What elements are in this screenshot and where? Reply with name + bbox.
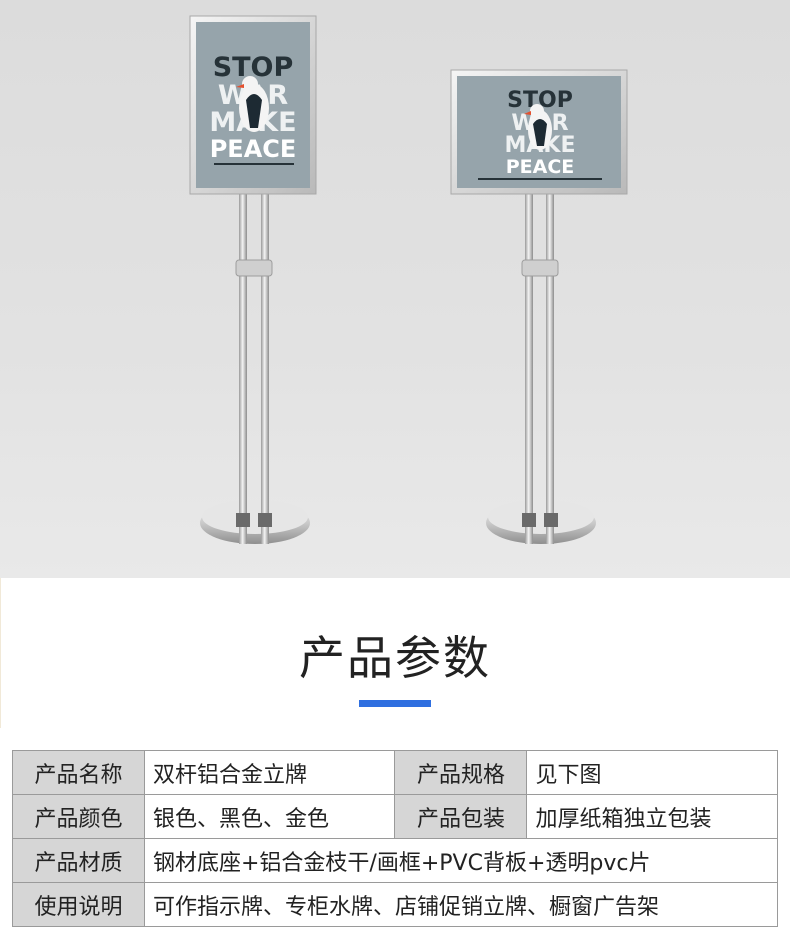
edge-divider (0, 578, 1, 728)
table-row: 产品名称 双杆铝合金立牌 产品规格 见下图 (12, 750, 778, 795)
dove-icon (236, 76, 269, 132)
pack-value: 加厚纸箱独立包装 (526, 794, 778, 839)
section-title: 产品参数 (299, 631, 491, 685)
pack-label: 产品包装 (394, 794, 528, 839)
spec-value: 见下图 (526, 750, 778, 795)
name-value: 双杆铝合金立牌 (143, 750, 396, 795)
table-row: 使用说明 可作指示牌、专柜水牌、店铺促销立牌、橱窗广告架 (12, 882, 778, 927)
dove-icon (524, 104, 552, 150)
usage-value: 可作指示牌、专柜水牌、店铺促销立牌、橱窗广告架 (144, 882, 778, 927)
color-value: 银色、黑色、金色 (143, 794, 396, 839)
sign-stands-illustration: STOP WAR MAKE PEACE (189, 15, 628, 544)
title-underline (359, 700, 431, 707)
table-row: 产品颜色 银色、黑色、金色 产品包装 加厚纸箱独立包装 (12, 794, 778, 839)
table-row: 产品材质 钢材底座+铝合金枝干/画框+PVC背板+透明pvc片 (12, 838, 778, 883)
left-stand: STOP WAR MAKE PEACE (189, 15, 317, 544)
right-stand: STOP WAR MAKE PEACE (450, 69, 628, 544)
product-photo: STOP WAR MAKE PEACE (0, 0, 790, 578)
name-label: 产品名称 (12, 750, 145, 795)
material-value: 钢材底座+铝合金枝干/画框+PVC背板+透明pvc片 (144, 838, 778, 883)
usage-label: 使用说明 (12, 882, 145, 927)
product-params-table: 产品名称 双杆铝合金立牌 产品规格 见下图 产品颜色 银色、黑色、金色 产品包装… (12, 750, 778, 927)
material-label: 产品材质 (12, 838, 145, 883)
spec-label: 产品规格 (394, 750, 528, 795)
color-label: 产品颜色 (12, 794, 145, 839)
svg-text:PEACE: PEACE (506, 156, 575, 178)
poster-text-line4: PEACE (210, 135, 297, 163)
